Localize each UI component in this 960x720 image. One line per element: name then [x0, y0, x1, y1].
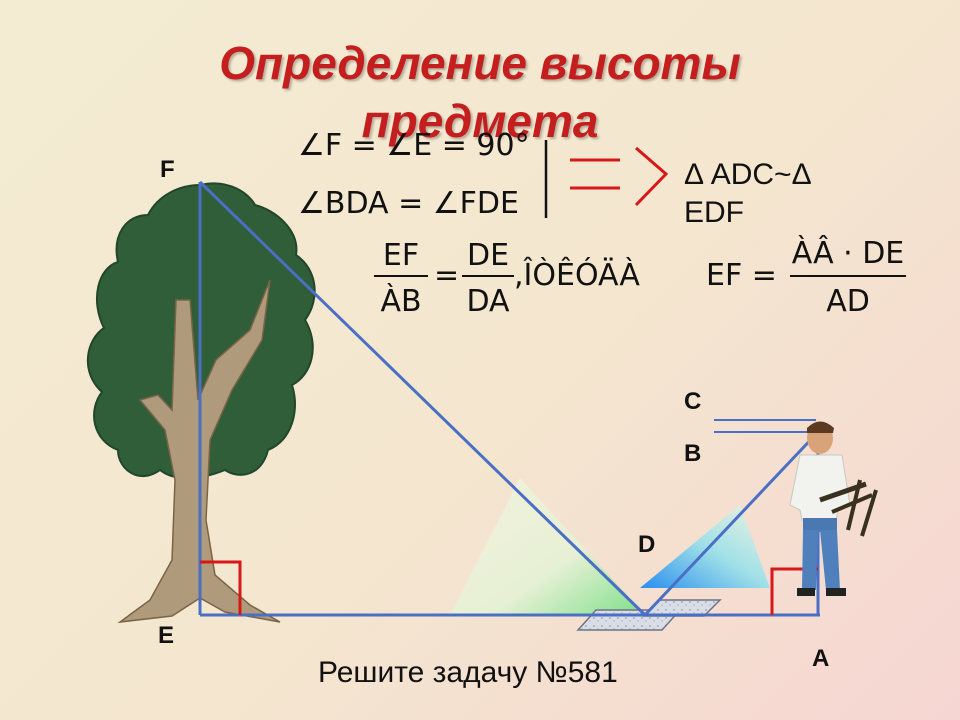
ratio-numerator-2: DE [466, 238, 510, 273]
line-FD [198, 180, 647, 617]
given-angle-right: ∠F = ∠E = 90° [298, 128, 530, 163]
slide-title: Определение высоты предмета [219, 37, 741, 147]
point-label-A: A [812, 645, 830, 672]
result-numerator: ÀÂ · DE [791, 236, 905, 271]
implies-arrow-head [634, 146, 669, 207]
similarity-conclusion: Δ ADC~Δ EDF [684, 158, 810, 229]
ratio-tail-text: ,ÎÒÊÓÄÀ [514, 258, 640, 293]
result-denominator: AD [826, 284, 870, 319]
result-lhs: EF = [706, 258, 777, 293]
ratio-numerator-1: EF [382, 238, 420, 273]
large-light-triangle [450, 478, 645, 615]
point-label-E: E [158, 622, 175, 649]
point-label-B: B [684, 440, 702, 467]
line-DB [643, 430, 820, 617]
point-label-D: D [638, 531, 656, 558]
ratio-equals: = [434, 258, 460, 293]
small-light-triangle [640, 505, 770, 588]
ratio-denominator-2: DA [466, 284, 510, 319]
point-label-F: F [160, 156, 175, 183]
right-angle-E [200, 560, 242, 615]
person-figure [789, 421, 878, 596]
ratio-denominator-1: ÀB [380, 284, 422, 319]
point-label-C: C [684, 388, 702, 415]
given-angle-equal: ∠BDA = ∠FDE [298, 186, 519, 221]
task-prompt: Решите задачу №581 [318, 656, 618, 689]
